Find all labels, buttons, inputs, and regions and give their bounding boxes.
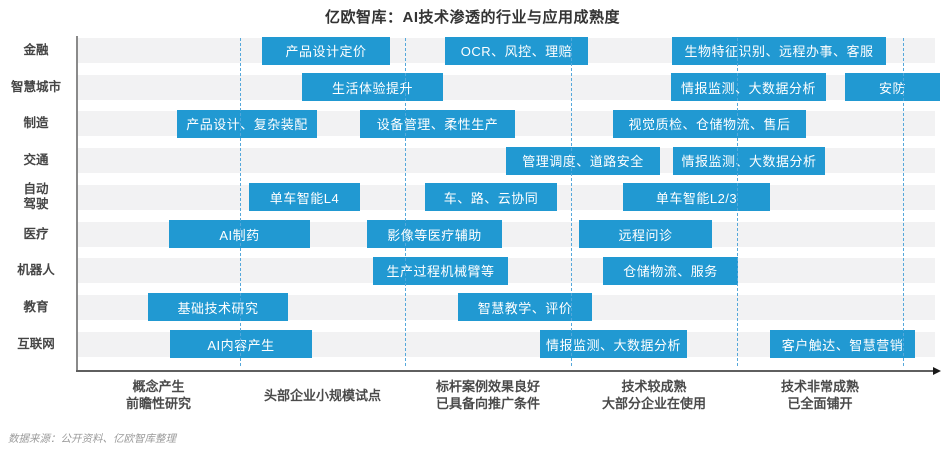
stage-gridline	[737, 38, 738, 366]
chart-box: 管理调度、道路安全	[506, 146, 660, 175]
chart-box: 产品设计定价	[262, 36, 390, 65]
chart-box: 基础技术研究	[148, 293, 288, 322]
chart-box: 单车智能L2/3	[623, 183, 770, 212]
row-label-line: 制造	[23, 116, 49, 131]
row-label: 机器人	[0, 263, 72, 278]
stage-label-line: 概念产生	[132, 379, 185, 394]
row-label: 教育	[0, 300, 72, 315]
row-label: 互联网	[0, 337, 72, 352]
stage-label-line: 大部分企业在使用	[601, 396, 707, 411]
stage-label-line: 已全面铺开	[787, 396, 853, 411]
stage-label: 头部企业小规模试点	[264, 378, 381, 412]
stage-label: 标杆案例效果良好已具备向推广条件	[436, 378, 540, 412]
row-label-line: 互联网	[17, 336, 55, 351]
chart-box: 仓储物流、服务	[603, 256, 738, 285]
stage-label-line: 已具备向推广条件	[435, 396, 541, 411]
row-label: 医疗	[0, 227, 72, 242]
chart-box: 远程问诊	[579, 220, 712, 248]
stage-label-line: 标杆案例效果良好	[435, 379, 541, 394]
chart-box: 车、路、云协同	[425, 183, 557, 212]
row-label-line: 医疗	[23, 226, 49, 241]
chart-box: 生物特征识别、远程办事、客服	[672, 36, 886, 65]
row-label: 制造	[0, 116, 72, 131]
x-axis-line	[76, 370, 934, 372]
chart-box: 生产过程机械臂等	[373, 256, 508, 285]
stage-label-line: 技术较成熟	[621, 379, 687, 394]
stage-label-line: 技术非常成熟	[780, 379, 860, 394]
chart-box: 影像等医疗辅助	[367, 220, 502, 248]
y-axis-line	[76, 36, 78, 370]
row-label: 自动驾驶	[0, 182, 72, 212]
chart-box: 客户触达、智慧营销	[770, 330, 915, 359]
row-label-line: 驾驶	[23, 197, 49, 212]
stage-label-line: 前瞻性研究	[125, 396, 192, 411]
stage-label: 技术较成熟大部分企业在使用	[602, 378, 706, 412]
stage-gridline	[240, 38, 241, 366]
row-label-line: 智慧城市	[10, 79, 61, 94]
row-label: 金融	[0, 43, 72, 58]
chart-box: 产品设计、复杂装配	[177, 109, 317, 138]
chart-box: 安防	[845, 73, 940, 102]
chart-box: 情报监测、大数据分析	[671, 73, 826, 102]
chart-box: 情报监测、大数据分析	[673, 146, 825, 175]
row-label-line: 自动	[23, 182, 49, 197]
row-label-line: 交通	[23, 153, 49, 168]
chart-box: 视觉质检、仓储物流、售后	[613, 109, 806, 138]
chart-box: 单车智能L4	[249, 183, 360, 212]
stage-gridline	[903, 38, 904, 366]
data-source-note: 数据来源：公开资料、亿欧智库整理	[8, 433, 176, 445]
chart-box: 智慧教学、评价	[458, 293, 592, 322]
row-label-line: 机器人	[17, 263, 55, 278]
chart-box: 设备管理、柔性生产	[360, 109, 515, 138]
chart-box: AI内容产生	[170, 330, 312, 359]
chart-box: OCR、风控、理赔	[445, 36, 588, 65]
row-label: 交通	[0, 153, 72, 168]
stage-label-line: 头部企业小规模试点	[263, 387, 382, 403]
stage-gridline	[405, 38, 406, 366]
chart-box: AI制药	[169, 220, 310, 248]
row-label: 智慧城市	[0, 80, 72, 95]
stage-label: 概念产生前瞻性研究	[126, 378, 191, 412]
stage-gridline	[571, 38, 572, 366]
axis-arrow-icon	[933, 366, 941, 375]
chart-title: 亿欧智库：AI技术渗透的行业与应用成熟度	[324, 9, 620, 26]
chart-box: 情报监测、大数据分析	[540, 330, 687, 359]
row-label-line: 金融	[23, 43, 49, 57]
row-label-line: 教育	[23, 299, 49, 314]
stage-label: 技术非常成熟已全面铺开	[781, 378, 859, 412]
chart-box: 生活体验提升	[302, 73, 443, 102]
